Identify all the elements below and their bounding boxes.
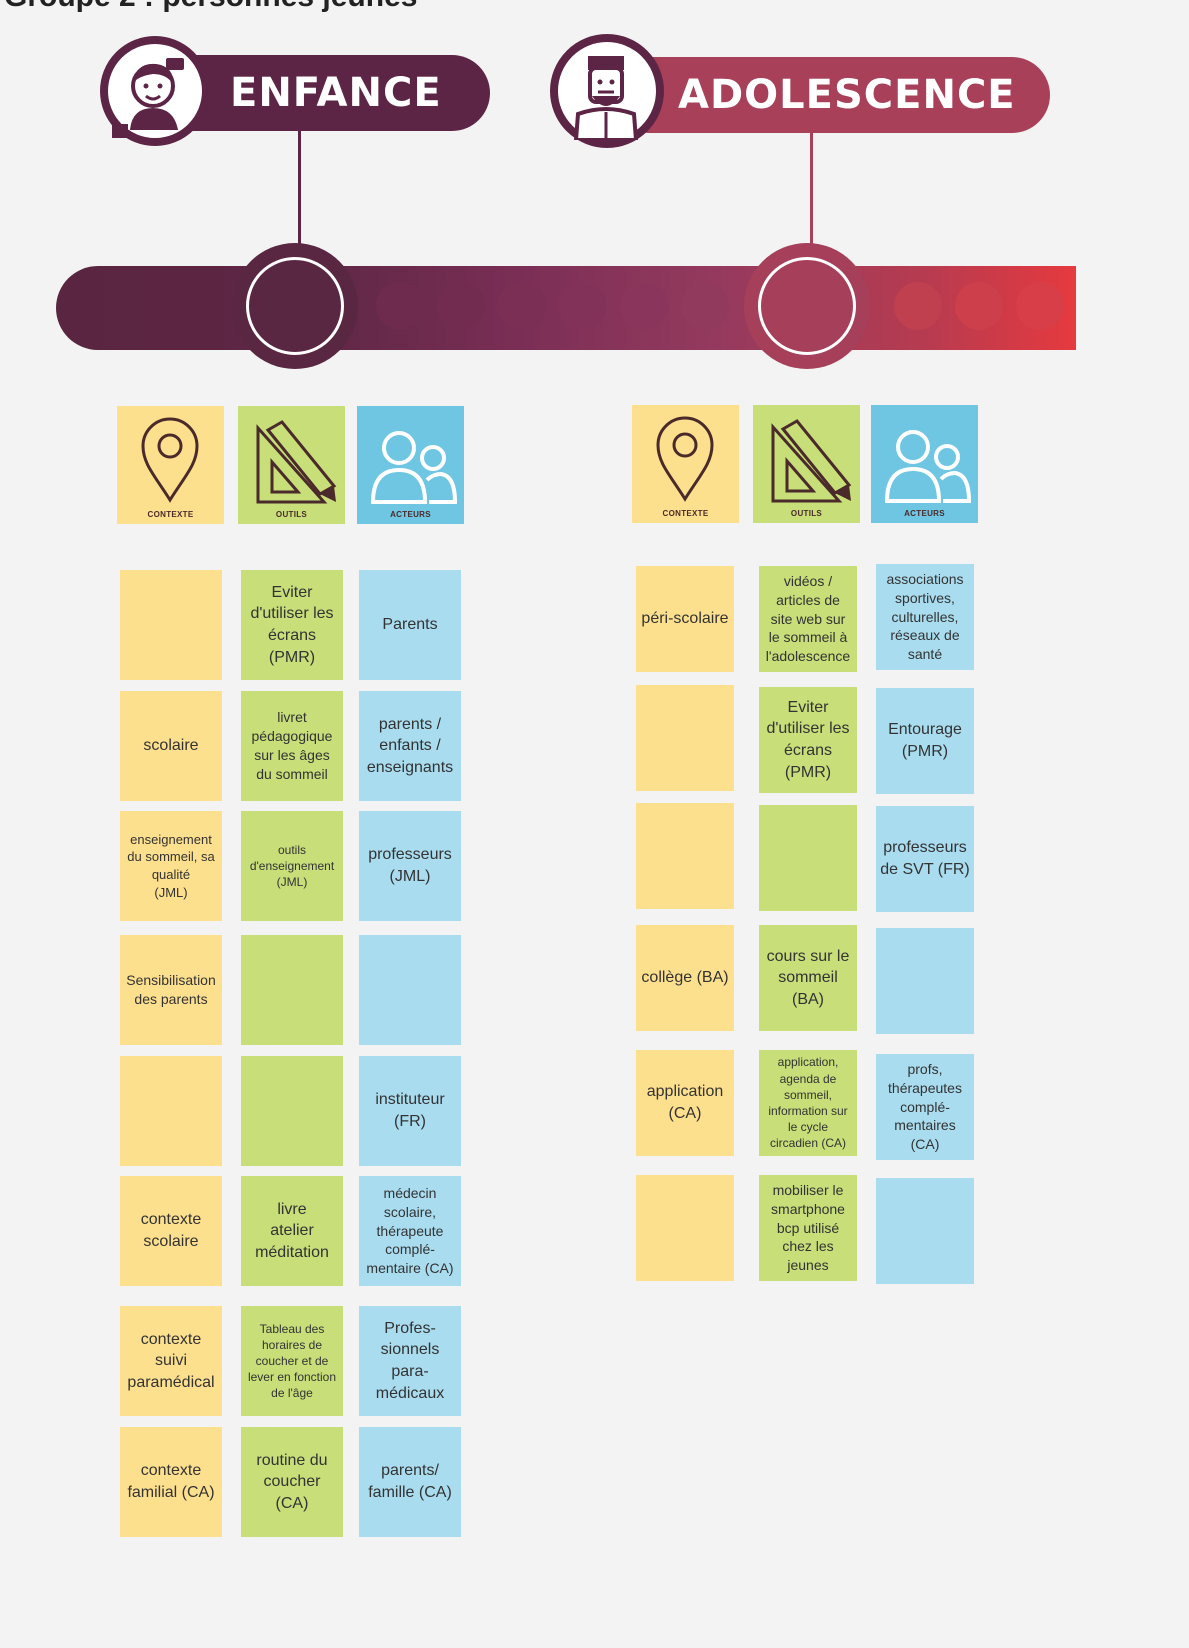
adolescence-acteurs-note xyxy=(876,1178,974,1284)
timeline-dot xyxy=(437,282,485,330)
enfance-outils-note xyxy=(241,1056,343,1166)
enfance-contexte-note: Sensibilisation des parents xyxy=(120,935,222,1045)
adolescence-label: ADOLESCENCE xyxy=(678,72,1016,118)
timeline-dot xyxy=(620,282,668,330)
adolescence-contexte-note xyxy=(636,803,734,909)
adolescence-pill: ADOLESCENCE xyxy=(610,57,1050,133)
child-with-camera-icon xyxy=(100,36,210,146)
adolescence-outils-note: application, agenda de sommeil, informat… xyxy=(759,1050,857,1156)
enfance-contexte-note xyxy=(120,570,222,680)
contexte-header: CONTEXTE xyxy=(117,406,224,524)
contexte-label: CONTEXTE xyxy=(662,509,709,518)
adolescence-outils-note xyxy=(759,805,857,911)
enfance-acteurs-note: instituteur (FR) xyxy=(359,1056,461,1166)
enfance-acteurs-note: Parents xyxy=(359,570,461,680)
adolescence-acteurs-note: associations sportives, culturelles, rés… xyxy=(876,564,974,670)
enfance-contexte-note: contexte familial (CA) xyxy=(120,1427,222,1537)
people-icon xyxy=(884,430,972,503)
acteurs-label: ACTEURS xyxy=(904,509,945,518)
acteurs-header: ACTEURS xyxy=(871,405,978,523)
enfance-outils-note: livret pédagogique sur les âges du somme… xyxy=(241,691,343,801)
adolescence-acteurs-note: profs, thérapeutes complé- mentaires (CA… xyxy=(876,1054,974,1160)
enfance-contexte-note xyxy=(120,1056,222,1166)
adolescence-acteurs-note: Entourage (PMR) xyxy=(876,688,974,794)
enfance-acteurs-note xyxy=(359,935,461,1045)
acteurs-label: ACTEURS xyxy=(390,510,431,519)
enfance-outils-note: routine du coucher (CA) xyxy=(241,1427,343,1537)
enfance-contexte-note: scolaire xyxy=(120,691,222,801)
timeline-dot xyxy=(498,282,546,330)
adolescence-contexte-note: collège (BA) xyxy=(636,925,734,1031)
adolescence-marker-ring xyxy=(758,257,856,355)
adolescence-outils-note: cours sur le sommeil (BA) xyxy=(759,925,857,1031)
contexte-label: CONTEXTE xyxy=(147,510,194,519)
adolescence-outils-note: Eviter d'utiliser les écrans (PMR) xyxy=(759,687,857,793)
adolescence-acteurs-note xyxy=(876,928,974,1034)
adolescence-acteurs-note: professeurs de SVT (FR) xyxy=(876,806,974,912)
acteurs-header: ACTEURS xyxy=(357,406,464,524)
ruler-pencil-icon xyxy=(771,419,852,503)
timeline-dot xyxy=(559,282,607,330)
location-pin-icon xyxy=(141,417,199,503)
enfance-acteurs-note: Profes- sionnels para- médicaux xyxy=(359,1306,461,1416)
teenager-icon xyxy=(550,34,664,148)
enfance-outils-note: outils d'enseignement (JML) xyxy=(241,811,343,921)
adolescence-outils-note: mobiliser le smartphone bcp utilisé chez… xyxy=(759,1175,857,1281)
adolescence-connector xyxy=(810,133,813,251)
page-title: Groupe 2 : personnes jeunes xyxy=(4,0,417,14)
timeline-dot xyxy=(894,282,942,330)
enfance-acteurs-note: professeurs (JML) xyxy=(359,811,461,921)
teen-illustration xyxy=(573,56,639,142)
enfance-outils-note xyxy=(241,935,343,1045)
outils-header: OUTILS xyxy=(753,405,860,523)
adolescence-outils-note: vidéos / articles de site web sur le som… xyxy=(759,566,857,672)
enfance-contexte-note: contexte scolaire xyxy=(120,1176,222,1286)
ruler-pencil-icon xyxy=(256,420,337,504)
timeline-dot xyxy=(1016,282,1064,330)
enfance-acteurs-note: parents/ famille (CA) xyxy=(359,1427,461,1537)
child-illustration xyxy=(112,58,184,138)
adolescence-contexte-note xyxy=(636,685,734,791)
timeline-dot xyxy=(376,282,424,330)
enfance-acteurs-note: parents / enfants / enseignants xyxy=(359,691,461,801)
timeline-dot xyxy=(681,282,729,330)
adolescence-contexte-note xyxy=(636,1175,734,1281)
enfance-contexte-note: contexte suivi paramédical xyxy=(120,1306,222,1416)
enfance-connector xyxy=(298,131,301,251)
enfance-contexte-note: enseignement du sommeil, sa qualité (JML… xyxy=(120,811,222,921)
outils-header: OUTILS xyxy=(238,406,345,524)
enfance-outils-note: Eviter d'utiliser les écrans (PMR) xyxy=(241,570,343,680)
adolescence-contexte-note: application (CA) xyxy=(636,1050,734,1156)
contexte-header: CONTEXTE xyxy=(632,405,739,523)
enfance-label: ENFANCE xyxy=(230,70,442,116)
outils-label: OUTILS xyxy=(275,510,308,519)
enfance-acteurs-note: médecin scolaire, thérapeute complé- men… xyxy=(359,1176,461,1286)
outils-label: OUTILS xyxy=(790,509,823,518)
timeline-dot xyxy=(955,282,1003,330)
adolescence-contexte-note: péri-scolaire xyxy=(636,566,734,672)
people-icon xyxy=(370,431,458,504)
enfance-outils-note: Tableau des horaires de coucher et de le… xyxy=(241,1306,343,1416)
enfance-outils-note: livre atelier méditation xyxy=(241,1176,343,1286)
location-pin-icon xyxy=(656,416,714,502)
enfance-marker-ring xyxy=(246,257,344,355)
